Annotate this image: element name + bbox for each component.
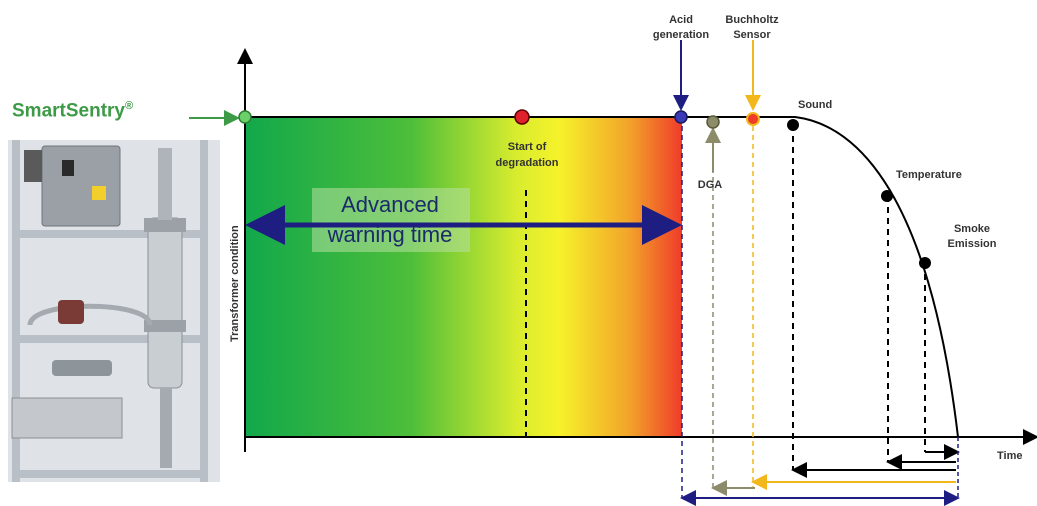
control-switch [62, 160, 74, 176]
dga-dot [706, 115, 720, 129]
smoke-label-line1: Smoke [954, 223, 990, 235]
frame-left-rail [12, 140, 20, 482]
start-label-line2: degradation [496, 157, 559, 169]
smartsentry-dot [238, 110, 252, 124]
brand-mark: ® [125, 100, 134, 112]
pump-head [58, 300, 84, 324]
x-axis-label: Time [997, 450, 1022, 462]
cylinder-riser-pipe [158, 148, 172, 220]
base-tray [11, 397, 123, 439]
sound-label: Sound [798, 99, 832, 111]
smoke-label-line2: Emission [948, 238, 997, 250]
warning-gradient-region [245, 117, 682, 437]
sound-dot [787, 119, 799, 131]
smartsentry-device-illustration [8, 140, 220, 482]
frame-crossbar-mid [12, 335, 208, 343]
temperature-dot [881, 190, 893, 202]
buchholtz-label-line1: Buchholtz [725, 14, 779, 26]
degradation-dot [514, 109, 530, 125]
cylinder-band [144, 320, 186, 332]
control-box [41, 145, 121, 227]
filter-cylinder [147, 217, 183, 389]
cylinder-top-cap [144, 218, 186, 232]
dga-label: DGA [698, 179, 723, 191]
start-label-line1: Start of [508, 141, 547, 153]
brand-name: SmartSentry [12, 100, 125, 122]
acid-label-line2: generation [653, 29, 710, 41]
y-axis-label: Transformer condition [229, 225, 241, 342]
buchholtz-dot [746, 112, 760, 126]
temperature-label: Temperature [896, 169, 962, 181]
acid-label-line1: Acid [669, 14, 693, 26]
valve-block [52, 360, 112, 376]
buchholtz-label-line2: Sensor [733, 29, 771, 41]
warning-text-line1: Advanced [341, 192, 439, 217]
loop-pipe [27, 303, 153, 326]
side-fitting [24, 150, 42, 182]
frame-crossbar-bottom [12, 470, 208, 478]
condition-curve [245, 116, 959, 438]
smoke-dot [919, 257, 931, 269]
frame-crossbar-top [12, 230, 208, 238]
smartsentry-brand: SmartSentry® [12, 100, 133, 122]
warning-sticker [92, 186, 106, 200]
frame-right-rail [200, 140, 208, 482]
acid-dot [674, 110, 688, 124]
warning-text-panel [312, 188, 470, 252]
drain-pipe [160, 388, 172, 468]
